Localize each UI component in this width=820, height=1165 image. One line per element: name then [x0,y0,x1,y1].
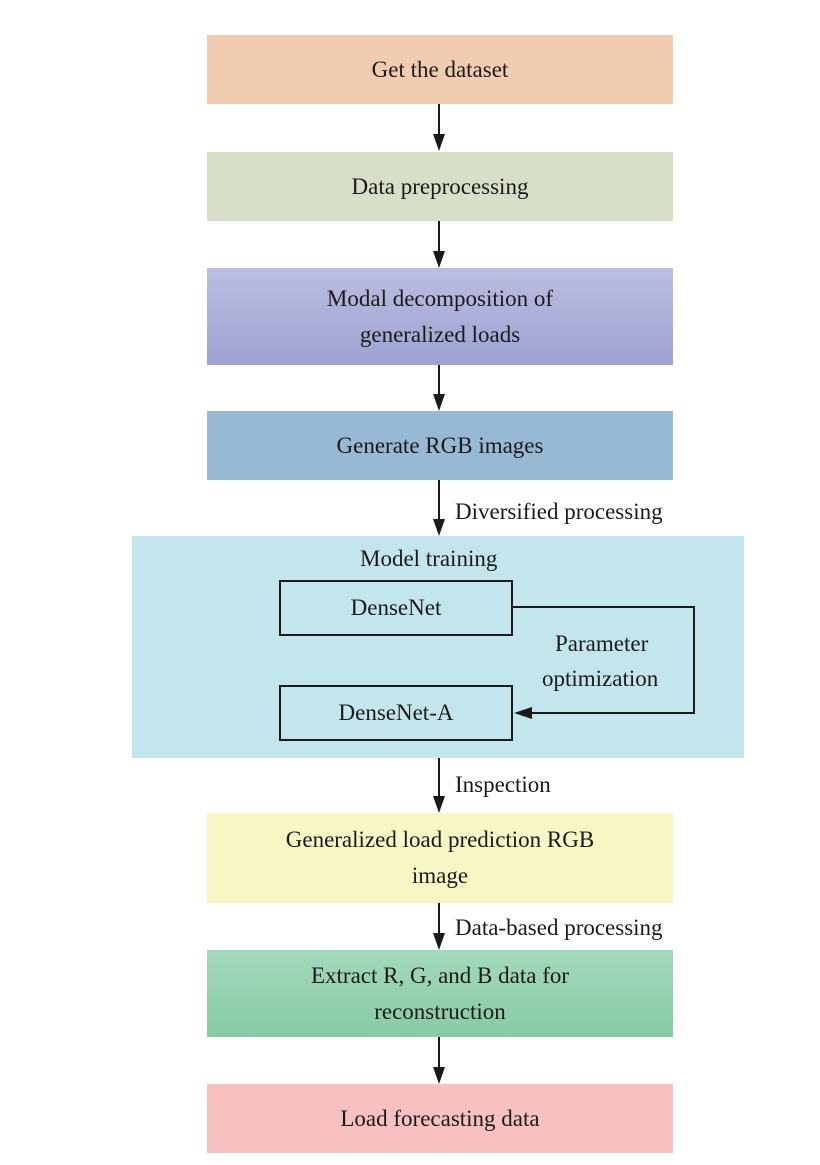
step-data-preprocessing: Data preprocessing [207,152,673,221]
arrowhead-modal [433,251,445,268]
step-data-preprocessing-label: Data preprocessing [351,173,529,199]
arrowhead-densenet-a [514,707,532,719]
step-generate-rgb-label: Generate RGB images [336,432,544,458]
edge-label-data-based-processing: Data-based processing [455,915,663,940]
edge-label-inspection: Inspection [455,772,551,797]
step-extract-rgb-data-line-1: Extract R, G, and B data for [310,962,570,988]
parameter-optimization-line-1: Parameter [555,631,649,656]
step-load-prediction-rgb-line-1: Generalized load prediction RGB [285,827,595,853]
model-training-container [132,536,744,758]
edge-label-diversified-processing: Diversified processing [455,499,663,524]
parameter-optimization-line-2: optimization [542,666,659,691]
step-load-forecasting-data: Load forecasting data [207,1084,673,1153]
arrowhead-prediction [433,796,445,813]
step-load-prediction-rgb-line-2: image [411,863,469,888]
densenet-label: DenseNet [350,595,442,620]
step-get-dataset: Get the dataset [207,35,673,104]
step-get-dataset-label: Get the dataset [371,56,509,82]
arrowhead-preprocessing [433,134,445,151]
step-modal-decomposition: Modal decomposition of generalized loads [207,268,673,365]
densenet-a-label: DenseNet-A [338,700,454,725]
arrowhead-extract [433,933,445,950]
step-load-forecasting-data-label: Load forecasting data [340,1105,540,1131]
step-extract-rgb-data-line-2: reconstruction [374,998,506,1024]
arrowhead-rgb [433,394,445,411]
step-modal-decomposition-line-1: Modal decomposition of [326,285,554,311]
step-generate-rgb: Generate RGB images [207,411,673,480]
step-load-prediction-rgb: Generalized load prediction RGB image [207,813,673,903]
arrowhead-forecast [433,1067,445,1084]
step-modal-decomposition-line-2: generalized loads [359,321,521,347]
densenet-a-box: DenseNet-A [279,685,513,741]
arrowhead-training [433,519,445,536]
connector-parameter-optimization [513,606,695,714]
densenet-box: DenseNet [279,580,513,636]
step-extract-rgb-data: Extract R, G, and B data for reconstruct… [207,950,673,1037]
model-training-title: Model training [360,546,498,571]
